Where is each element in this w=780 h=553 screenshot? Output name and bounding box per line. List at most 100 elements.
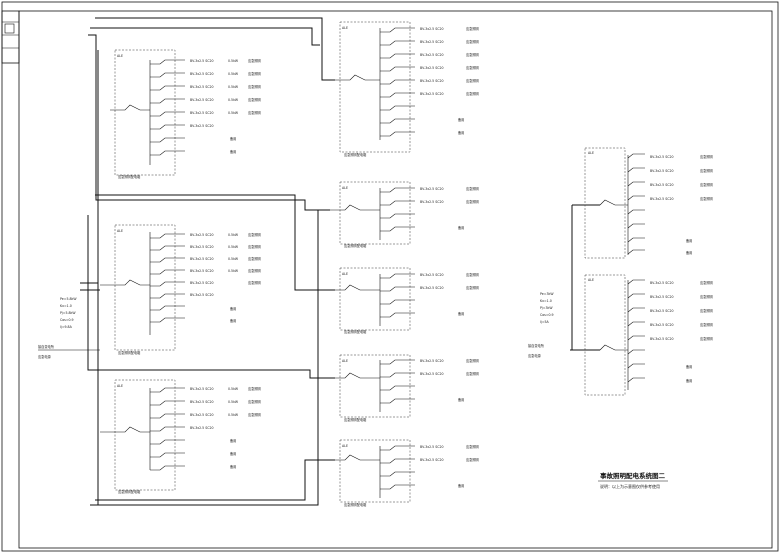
svg-text:应急照明: 应急照明 <box>700 182 713 187</box>
svg-text:应急照明: 应急照明 <box>248 256 261 261</box>
svg-text:备用: 备用 <box>458 117 464 122</box>
svg-text:备用: 备用 <box>230 136 236 141</box>
svg-text:应急照明: 应急照明 <box>248 280 261 285</box>
svg-text:BV-3x2.5 SC20: BV-3x2.5 SC20 <box>190 85 214 89</box>
svg-text:应急照明配电箱: 应急照明配电箱 <box>344 152 367 157</box>
box-tag-2: ALE <box>117 229 123 233</box>
svg-text:0.5kW: 0.5kW <box>228 233 239 237</box>
svg-text:应急照明: 应急照明 <box>248 84 261 89</box>
svg-text:BV-3x2.5 SC20: BV-3x2.5 SC20 <box>190 124 214 128</box>
svg-text:应急照明配电箱: 应急照明配电箱 <box>344 329 367 334</box>
svg-text:0.5kW: 0.5kW <box>228 98 239 102</box>
svg-text:BV-3x2.5 SC20: BV-3x2.5 SC20 <box>420 53 444 57</box>
box-tag-3: ALE <box>117 384 123 388</box>
svg-text:备用: 备用 <box>686 378 692 383</box>
svg-text:BV-3x2.5 SC20: BV-3x2.5 SC20 <box>190 233 214 237</box>
svg-text:0.5kW: 0.5kW <box>228 85 239 89</box>
svg-text:ALE: ALE <box>342 26 348 30</box>
svg-text:应急照明: 应急照明 <box>700 322 713 327</box>
feeder-label-2: 应急电源 <box>38 354 52 359</box>
distribution-box-1: ALE 应急照明配电箱 <box>110 49 185 179</box>
svg-text:BV-3x2.5 SC20: BV-3x2.5 SC20 <box>650 337 674 341</box>
svg-text:应急照明: 应急照明 <box>700 294 713 299</box>
svg-text:备用: 备用 <box>230 318 236 323</box>
circuit-text-left: BV-3x2.5 SC20 BV-3x2.5 SC20 BV-3x2.5 SC2… <box>190 58 261 469</box>
box-tag: ALE <box>117 54 123 58</box>
svg-text:应急照明: 应急照明 <box>248 110 261 115</box>
svg-text:应急照明: 应急照明 <box>466 272 479 277</box>
svg-text:ALE: ALE <box>588 278 594 282</box>
note-line-2: Kx=1.0 <box>60 304 72 308</box>
svg-text:备用: 备用 <box>458 311 464 316</box>
svg-text:应急照明: 应急照明 <box>248 71 261 76</box>
svg-text:备用: 备用 <box>458 130 464 135</box>
box-note-2: 应急照明配电箱 <box>118 350 141 355</box>
svg-text:应急照明: 应急照明 <box>248 232 261 237</box>
svg-text:BV-3x2.5 SC20: BV-3x2.5 SC20 <box>190 257 214 261</box>
svg-text:BV-3x2.5 SC20: BV-3x2.5 SC20 <box>420 66 444 70</box>
svg-text:BV-3x2.5 SC20: BV-3x2.5 SC20 <box>420 372 444 376</box>
svg-text:BV-3x2.5 SC20: BV-3x2.5 SC20 <box>650 323 674 327</box>
middle-box-2: ALE 应急照明配电箱 <box>330 181 415 248</box>
svg-text:Ij=5A: Ij=5A <box>540 320 550 324</box>
svg-text:应急照明: 应急照明 <box>466 65 479 70</box>
svg-text:BV-3x2.5 SC20: BV-3x2.5 SC20 <box>190 400 214 404</box>
svg-text:BV-3x2.5 SC20: BV-3x2.5 SC20 <box>650 281 674 285</box>
svg-text:应急照明: 应急照明 <box>248 268 261 273</box>
drawing-title: 事故照明配电系统图二 <box>600 471 666 480</box>
svg-text:应急照明: 应急照明 <box>466 26 479 31</box>
note-line-3: Pj=5.8kW <box>60 311 76 315</box>
svg-text:0.5kW: 0.5kW <box>228 269 239 273</box>
svg-text:应急照明: 应急照明 <box>248 97 261 102</box>
svg-text:BV-3x2.5 SC20: BV-3x2.5 SC20 <box>190 413 214 417</box>
svg-text:BV-3x2.5 SC20: BV-3x2.5 SC20 <box>420 27 444 31</box>
svg-text:BV-3x2.5 SC20: BV-3x2.5 SC20 <box>420 92 444 96</box>
svg-text:BV-3x2.5 SC20: BV-3x2.5 SC20 <box>420 286 444 290</box>
svg-text:应急照明: 应急照明 <box>466 285 479 290</box>
svg-text:应急照明: 应急照明 <box>466 199 479 204</box>
svg-text:应急照明: 应急照明 <box>700 280 713 285</box>
svg-text:应急照明配电箱: 应急照明配电箱 <box>344 243 367 248</box>
svg-text:0.5kW: 0.5kW <box>228 400 239 404</box>
note-line-5: Ij=9.8A <box>60 325 73 329</box>
svg-text:BV-3x2.5 SC20: BV-3x2.5 SC20 <box>190 59 214 63</box>
inner-border <box>18 10 773 549</box>
svg-text:BV-3x2.5 SC20: BV-3x2.5 SC20 <box>190 281 214 285</box>
feeder-label-1: 接自变电所 <box>38 344 55 349</box>
distribution-box-3: ALE 应急照明配电箱 <box>100 379 185 494</box>
box-note: 应急照明配电箱 <box>118 174 141 179</box>
left-system-notes: Pe=5.8kW Kx=1.0 Pj=5.8kW Cos=0.9 Ij=9.8A… <box>38 297 100 359</box>
drawing-subtitle: 说明：以上为示意图仅供参考使用 <box>600 483 660 489</box>
svg-text:Pe=3kW: Pe=3kW <box>540 292 554 296</box>
svg-text:BV-3x2.5 SC20: BV-3x2.5 SC20 <box>420 79 444 83</box>
svg-text:应急照明: 应急照明 <box>466 358 479 363</box>
svg-text:0.5kW: 0.5kW <box>228 111 239 115</box>
svg-text:BV-3x2.5 SC20: BV-3x2.5 SC20 <box>650 197 674 201</box>
drawing-title-block: 事故照明配电系统图二 说明：以上为示意图仅供参考使用 <box>598 471 668 489</box>
svg-text:应急照明: 应急照明 <box>466 78 479 83</box>
svg-text:应急照明: 应急照明 <box>248 386 261 391</box>
right-system: ALE ALE BV-3x2.5 SC20 BV-3x2.5 SC20 BV-3… <box>528 147 713 396</box>
svg-text:BV-3x2.5 SC20: BV-3x2.5 SC20 <box>420 458 444 462</box>
svg-text:应急照明: 应急照明 <box>466 444 479 449</box>
title-block-stub <box>1 10 20 64</box>
svg-text:应急照明: 应急照明 <box>466 457 479 462</box>
svg-text:BV-3x2.5 SC20: BV-3x2.5 SC20 <box>190 269 214 273</box>
svg-text:0.5kW: 0.5kW <box>228 245 239 249</box>
note-line-1: Pe=5.8kW <box>60 297 77 301</box>
svg-text:应急照明配电箱: 应急照明配电箱 <box>344 417 367 422</box>
svg-text:应急照明: 应急照明 <box>466 52 479 57</box>
svg-text:BV-3x2.5 SC20: BV-3x2.5 SC20 <box>190 426 214 430</box>
svg-text:应急照明: 应急照明 <box>466 186 479 191</box>
svg-text:备用: 备用 <box>230 451 236 456</box>
svg-text:BV-3x2.5 SC20: BV-3x2.5 SC20 <box>650 169 674 173</box>
svg-text:备用: 备用 <box>230 149 236 154</box>
svg-text:应急照明: 应急照明 <box>700 168 713 173</box>
svg-text:BV-3x2.5 SC20: BV-3x2.5 SC20 <box>190 293 214 297</box>
middle-box-1: ALE 应急照明配电箱 <box>335 21 415 157</box>
svg-text:Kx=1.0: Kx=1.0 <box>540 299 552 303</box>
svg-text:应急照明: 应急照明 <box>700 336 713 341</box>
svg-text:应急照明: 应急照明 <box>248 412 261 417</box>
